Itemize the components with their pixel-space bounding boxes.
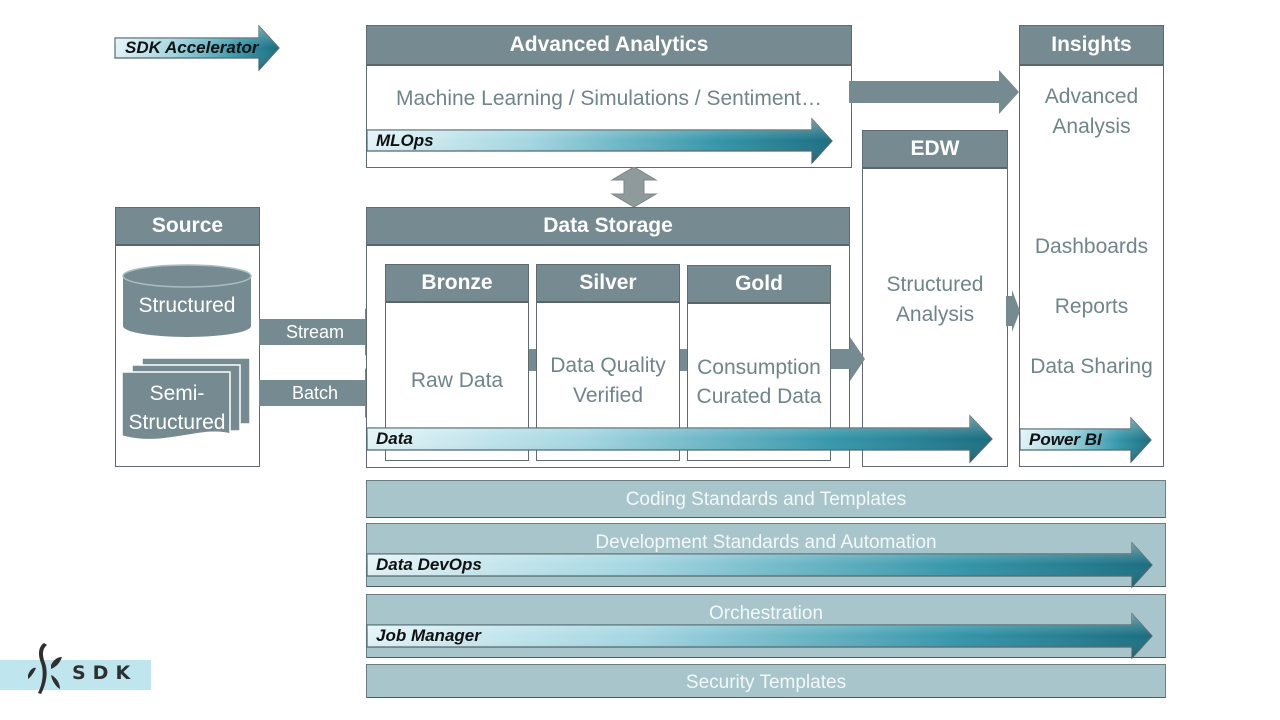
- bidirectional-arrow-icon: [610, 166, 658, 208]
- advanced-analytics-title: Advanced Analytics: [367, 26, 851, 66]
- silver-to-gold-connector: [680, 349, 687, 371]
- silver-title: Silver: [537, 265, 679, 303]
- bronze-to-silver-connector: [529, 349, 536, 371]
- batch-arrow: Batch: [259, 368, 385, 418]
- data-devops-label: Data DevOps: [376, 555, 482, 574]
- band-coding-standards-label: Coding Standards and Templates: [625, 489, 907, 510]
- edw-title: EDW: [863, 131, 1007, 169]
- job-manager-label: Job Manager: [376, 626, 481, 645]
- edw-body: Structured Analysis: [886, 273, 984, 326]
- data-devops-arrow: Data DevOps: [366, 541, 1153, 589]
- gold-to-edw-arrow: [831, 337, 865, 381]
- mlops-label: MLOps: [376, 131, 434, 150]
- silver-body-line1: Data Quality: [550, 354, 666, 377]
- band-security-templates-label: Security Templates: [685, 672, 847, 693]
- data-flow-label: Data: [376, 429, 413, 448]
- band-coding-standards: Coding Standards and Templates: [366, 480, 1166, 518]
- gold-body-line2: Curated Data: [696, 385, 822, 408]
- structured-label: Structured: [138, 294, 236, 317]
- source-title: Source: [116, 208, 259, 246]
- stream-arrow: Stream: [259, 308, 385, 356]
- bronze-body: Raw Data: [410, 369, 504, 392]
- mlops-arrow: MLOps: [366, 117, 833, 165]
- semi-structured-documents-icon: Semi- Structured: [121, 356, 252, 442]
- power-bi-arrow: Power BI: [1019, 416, 1152, 464]
- band-orchestration-label: Orchestration: [708, 603, 824, 624]
- edw-box: EDW Structured Analysis: [862, 130, 1008, 467]
- insights-box: Insights Advanced Analysis Dashboards Re…: [1019, 25, 1164, 467]
- sdk-logo-text: SDK: [72, 662, 138, 684]
- insights-item-advanced-analysis: Advanced Analysis: [1044, 85, 1139, 138]
- data-flow-arrow: Data: [366, 414, 993, 464]
- silver-body-line2: Verified: [572, 384, 644, 407]
- data-storage-title: Data Storage: [367, 208, 849, 246]
- analytics-to-insights-arrow: [849, 70, 1019, 114]
- insights-title: Insights: [1020, 26, 1163, 66]
- semi-structured-label-line1: Semi-: [149, 382, 205, 405]
- job-manager-arrow: Job Manager: [366, 612, 1153, 660]
- stream-label: Stream: [285, 321, 345, 342]
- edw-to-insights-arrow: [1006, 290, 1020, 332]
- sdk-logo-icon: [24, 641, 70, 697]
- sdk-accelerator-label: SDK Accelerator: [125, 38, 259, 57]
- structured-database-icon: Structured: [122, 264, 252, 338]
- gold-body-line1: Consumption: [697, 356, 821, 379]
- semi-structured-label-line2: Structured: [128, 411, 226, 434]
- insights-item-data-sharing: Data Sharing: [1030, 355, 1153, 378]
- gradient-arrow-icon: [114, 24, 280, 72]
- band-development-standards-label: Development Standards and Automation: [595, 532, 937, 553]
- insights-item-dashboards: Dashboards: [1034, 235, 1149, 258]
- sdk-logo: [0, 660, 151, 690]
- band-security-templates: Security Templates: [366, 664, 1166, 698]
- batch-label: Batch: [291, 382, 339, 403]
- bronze-title: Bronze: [386, 265, 528, 303]
- insights-item-reports: Reports: [1054, 295, 1129, 318]
- power-bi-label: Power BI: [1029, 430, 1102, 449]
- advanced-analytics-body: Machine Learning / Simulations / Sentime…: [395, 87, 823, 110]
- gold-title: Gold: [688, 266, 830, 304]
- sdk-accelerator-arrow: SDK Accelerator: [113, 24, 280, 72]
